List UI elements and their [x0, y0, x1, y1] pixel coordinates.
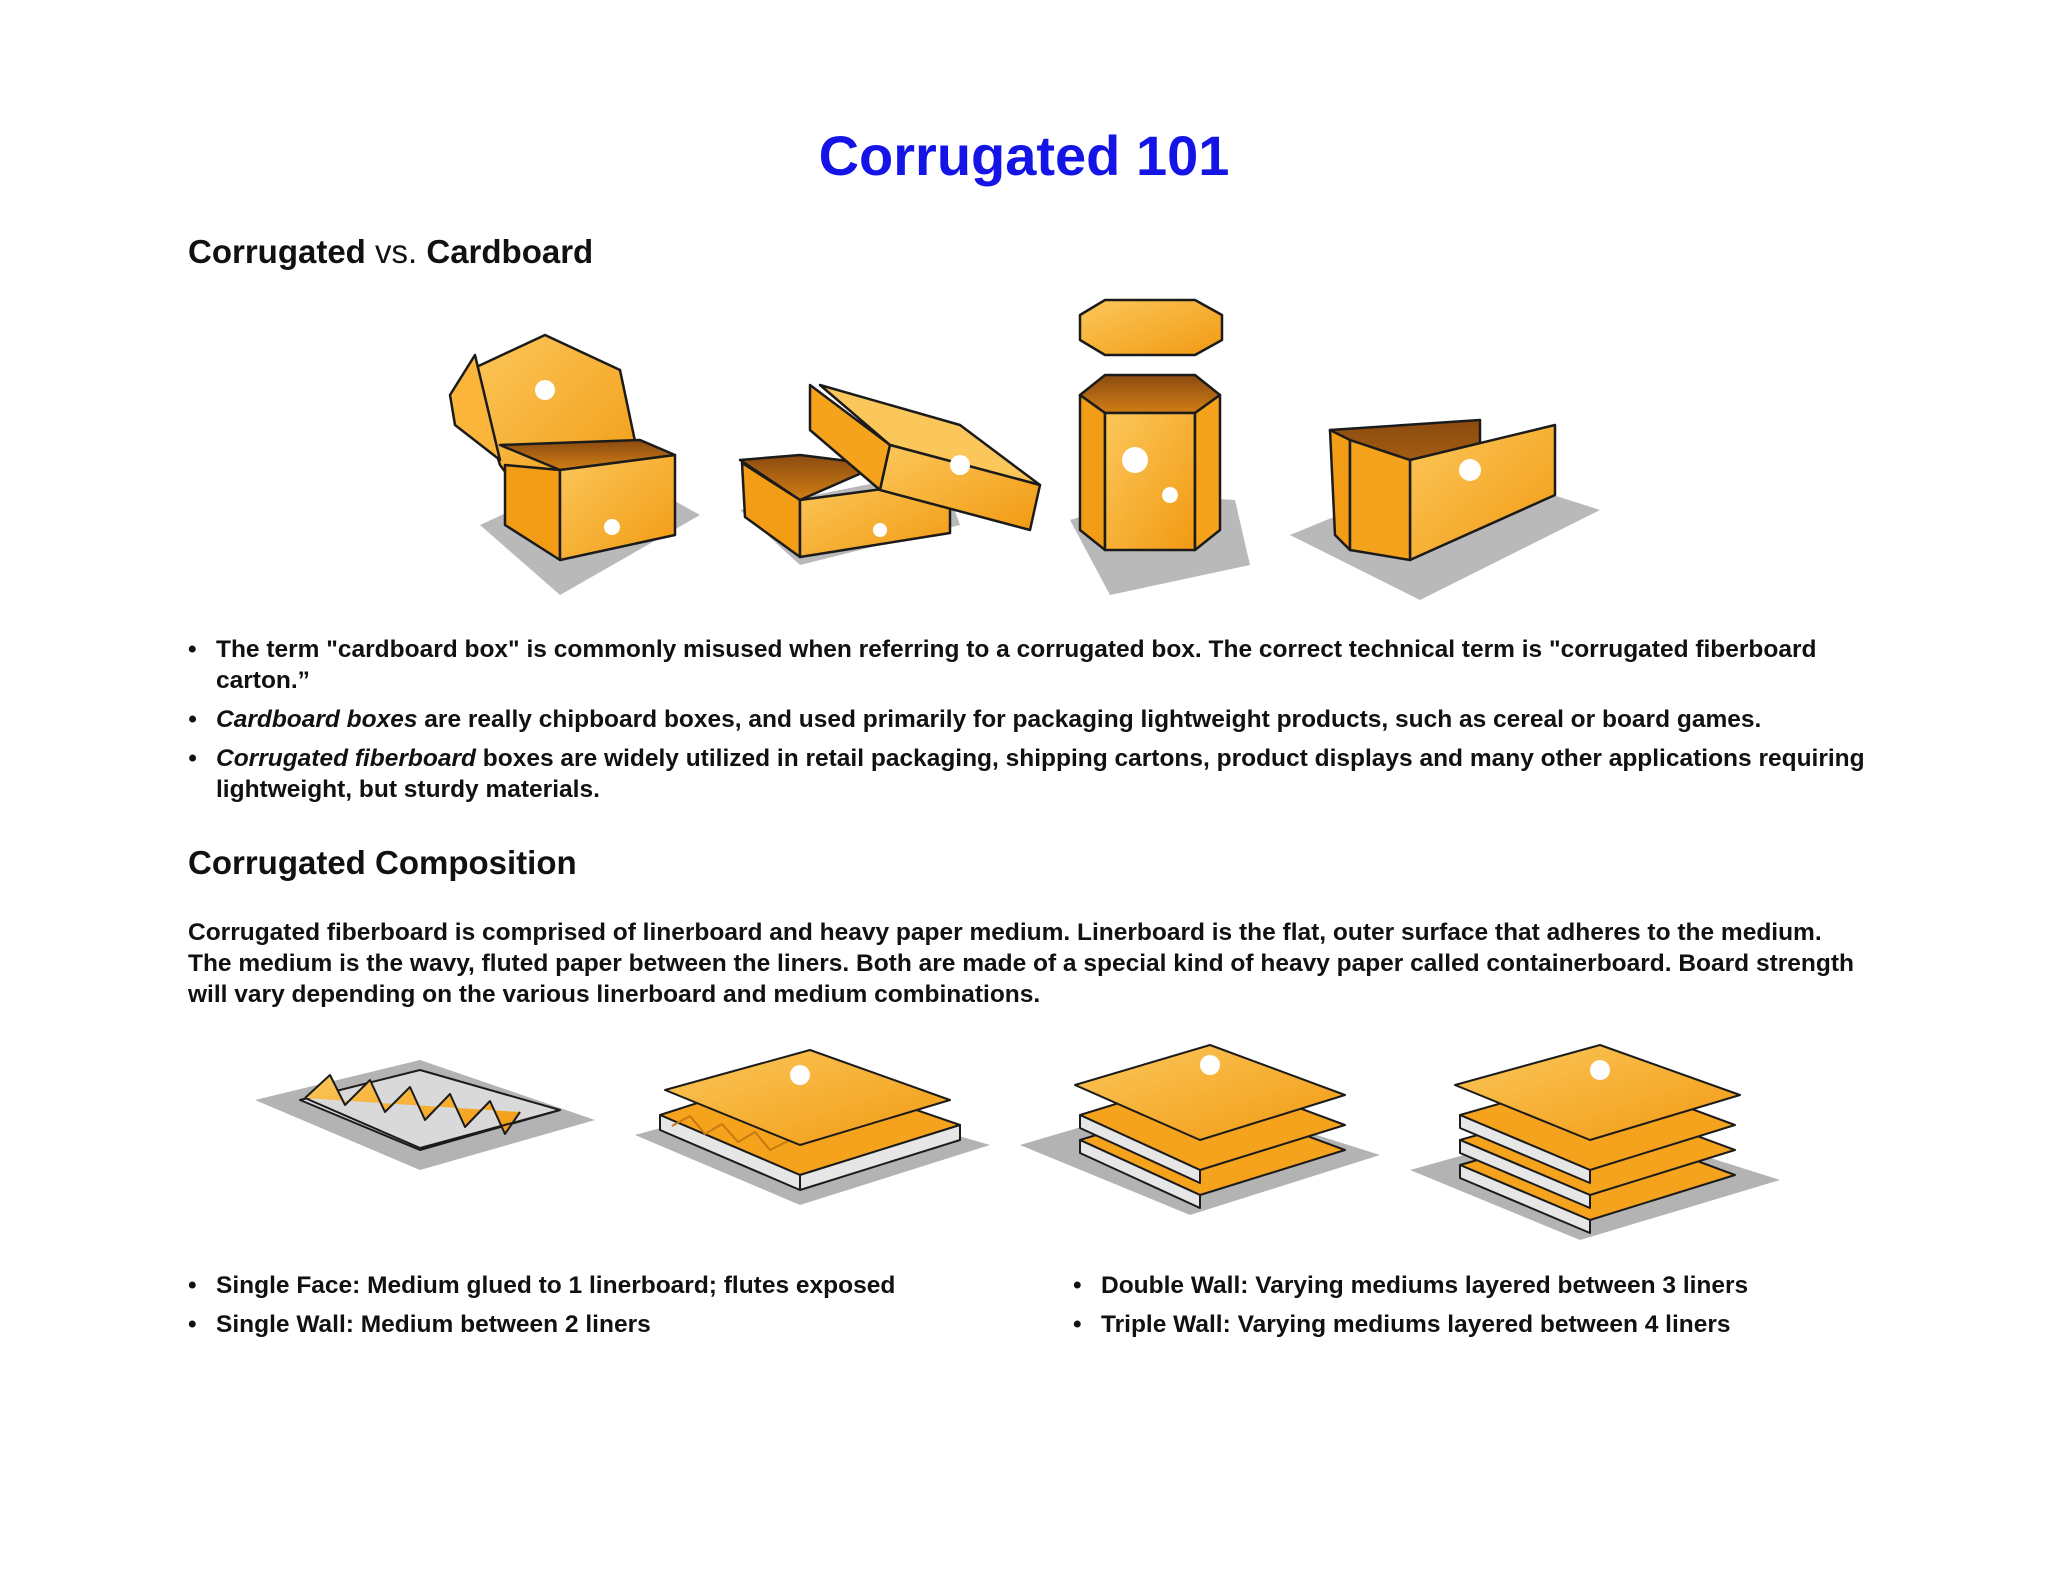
- board-types-right-list: • Double Wall: Varying mediums layered be…: [1073, 1270, 1973, 1348]
- double-wall-illustration: [1020, 1044, 1380, 1215]
- list-item: • The term "cardboard box" is commonly mi…: [188, 634, 1888, 696]
- single-wall-illustration: [635, 1049, 990, 1205]
- list-item: • Cardboard boxes are really chipboard bo…: [188, 704, 1888, 735]
- heading-word-corrugated: Corrugated: [188, 233, 366, 270]
- lid-box-illustration: [738, 383, 1042, 565]
- list-item: • Single Face: Medium glued to 1 linerboa…: [188, 1270, 1008, 1301]
- bullet-text: Single Wall: Medium between 2 liners: [216, 1311, 651, 1338]
- list-item: • Triple Wall: Varying mediums layered be…: [1073, 1309, 1973, 1340]
- box-illustrations: [448, 298, 1600, 600]
- bullet-text: The term "cardboard box" is commonly mis…: [216, 636, 1817, 694]
- bullet-text: Single Face: Medium glued to 1 linerboar…: [216, 1272, 896, 1299]
- bullet-lead-corrugated-fiberboard: Corrugated fiberboard: [216, 745, 476, 772]
- heading-word-cardboard: Cardboard: [426, 233, 594, 270]
- composition-paragraph: Corrugated fiberboard is comprised of li…: [188, 919, 1854, 1008]
- section-heading-corrugated-composition: Corrugated Composition: [188, 844, 577, 881]
- bullet-icon: •: [188, 1311, 197, 1338]
- list-item: • Single Wall: Medium between 2 liners: [188, 1309, 1008, 1340]
- display-tray-illustration: [1290, 418, 1600, 600]
- triple-wall-illustration: [1410, 1044, 1780, 1240]
- bullet-text: boxes are widely utilized in retail pack…: [216, 745, 1865, 803]
- single-face-illustration: [255, 1060, 595, 1170]
- list-item: • Double Wall: Varying mediums layered be…: [1073, 1270, 1973, 1301]
- bullet-icon: •: [188, 745, 197, 772]
- bullet-icon: •: [188, 636, 197, 663]
- page-title: Corrugated 101: [818, 124, 1230, 187]
- bullet-lead-cardboard-boxes: Cardboard boxes: [216, 706, 418, 733]
- bullet-text: are really chipboard boxes, and used pri…: [417, 706, 1762, 733]
- list-item: • Corrugated fiberboard boxes are widely …: [188, 743, 1888, 805]
- bullet-icon: •: [188, 1272, 197, 1299]
- bullet-icon: •: [188, 706, 197, 733]
- bullet-text: Double Wall: Varying mediums layered bet…: [1101, 1272, 1749, 1299]
- terminology-bullet-list: • The term "cardboard box" is commonly mi…: [188, 634, 1888, 813]
- octagonal-drum-illustration: [1070, 298, 1250, 595]
- bullet-icon: •: [1073, 1272, 1082, 1299]
- section-heading-corrugated-vs-cardboard: Corrugated vs. Cardboard: [188, 235, 593, 268]
- open-flap-box-illustration: [448, 333, 700, 595]
- bullet-icon: •: [1073, 1311, 1082, 1338]
- board-types-left-list: • Single Face: Medium glued to 1 linerboa…: [188, 1270, 1008, 1348]
- bullet-text: Triple Wall: Varying mediums layered bet…: [1101, 1311, 1731, 1338]
- heading-word-vs: vs.: [375, 233, 418, 270]
- board-layer-illustrations: [255, 1044, 1780, 1240]
